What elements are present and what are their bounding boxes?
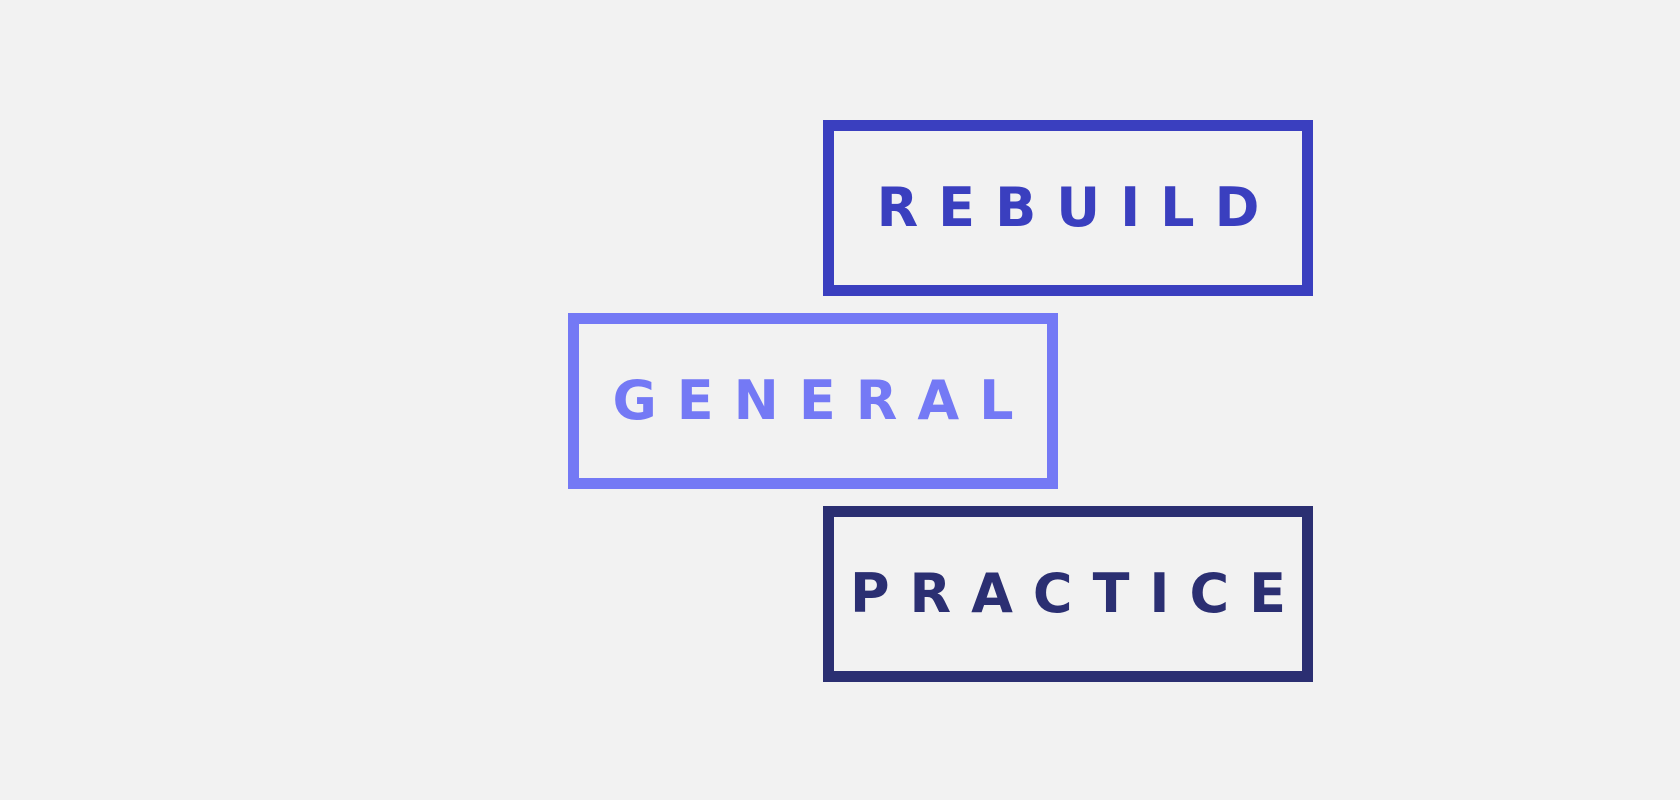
practice-word: PRACTICE (849, 562, 1307, 625)
general-box: GENERAL (568, 313, 1058, 489)
practice-box: PRACTICE (823, 506, 1313, 682)
rebuild-box: REBUILD (823, 120, 1313, 296)
general-word: GENERAL (612, 369, 1034, 432)
rebuild-word: REBUILD (876, 176, 1280, 239)
